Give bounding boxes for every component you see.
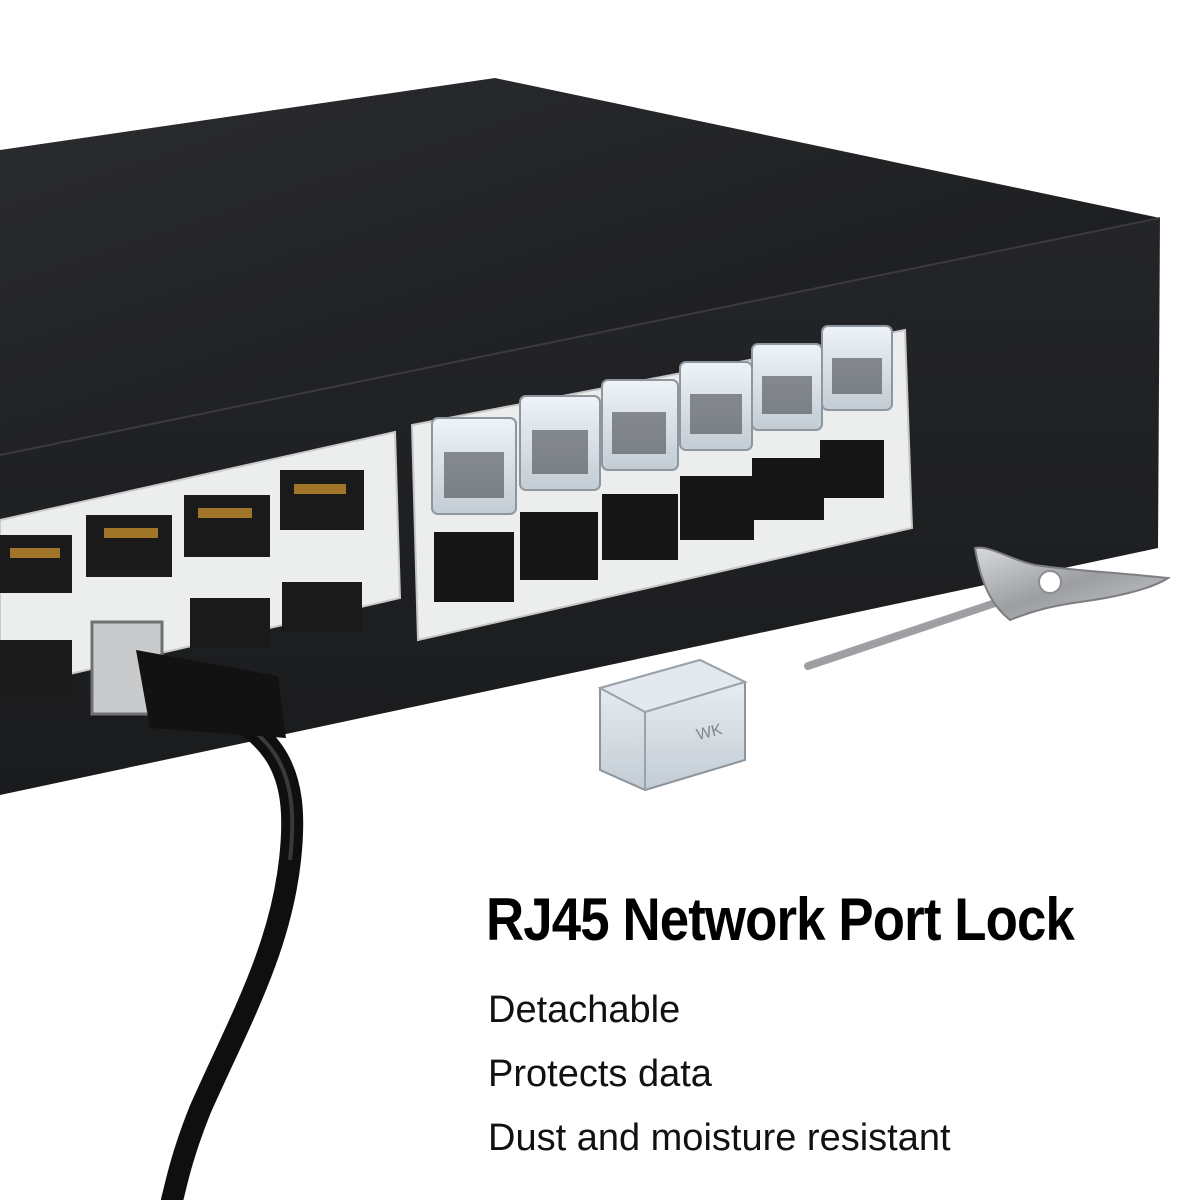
feature-item: Detachable xyxy=(488,989,681,1031)
removal-key xyxy=(804,546,1171,670)
feature-list: Detachable Protects data Dust and moistu… xyxy=(488,978,951,1170)
product-headline: RJ45 Network Port Lock xyxy=(486,886,1075,953)
feature-item: Dust and moisture resistant xyxy=(488,1117,951,1159)
ethernet-cable xyxy=(90,620,304,1200)
feature-item: Protects data xyxy=(488,1053,712,1095)
key-handle xyxy=(973,546,1171,622)
lock-mark: WK xyxy=(695,721,724,744)
switch-top-surface xyxy=(0,78,1160,455)
loose-port-lock: WK xyxy=(597,658,748,792)
key-shaft xyxy=(804,594,1014,670)
plug-boot xyxy=(136,650,286,738)
cable-line xyxy=(149,679,304,1200)
